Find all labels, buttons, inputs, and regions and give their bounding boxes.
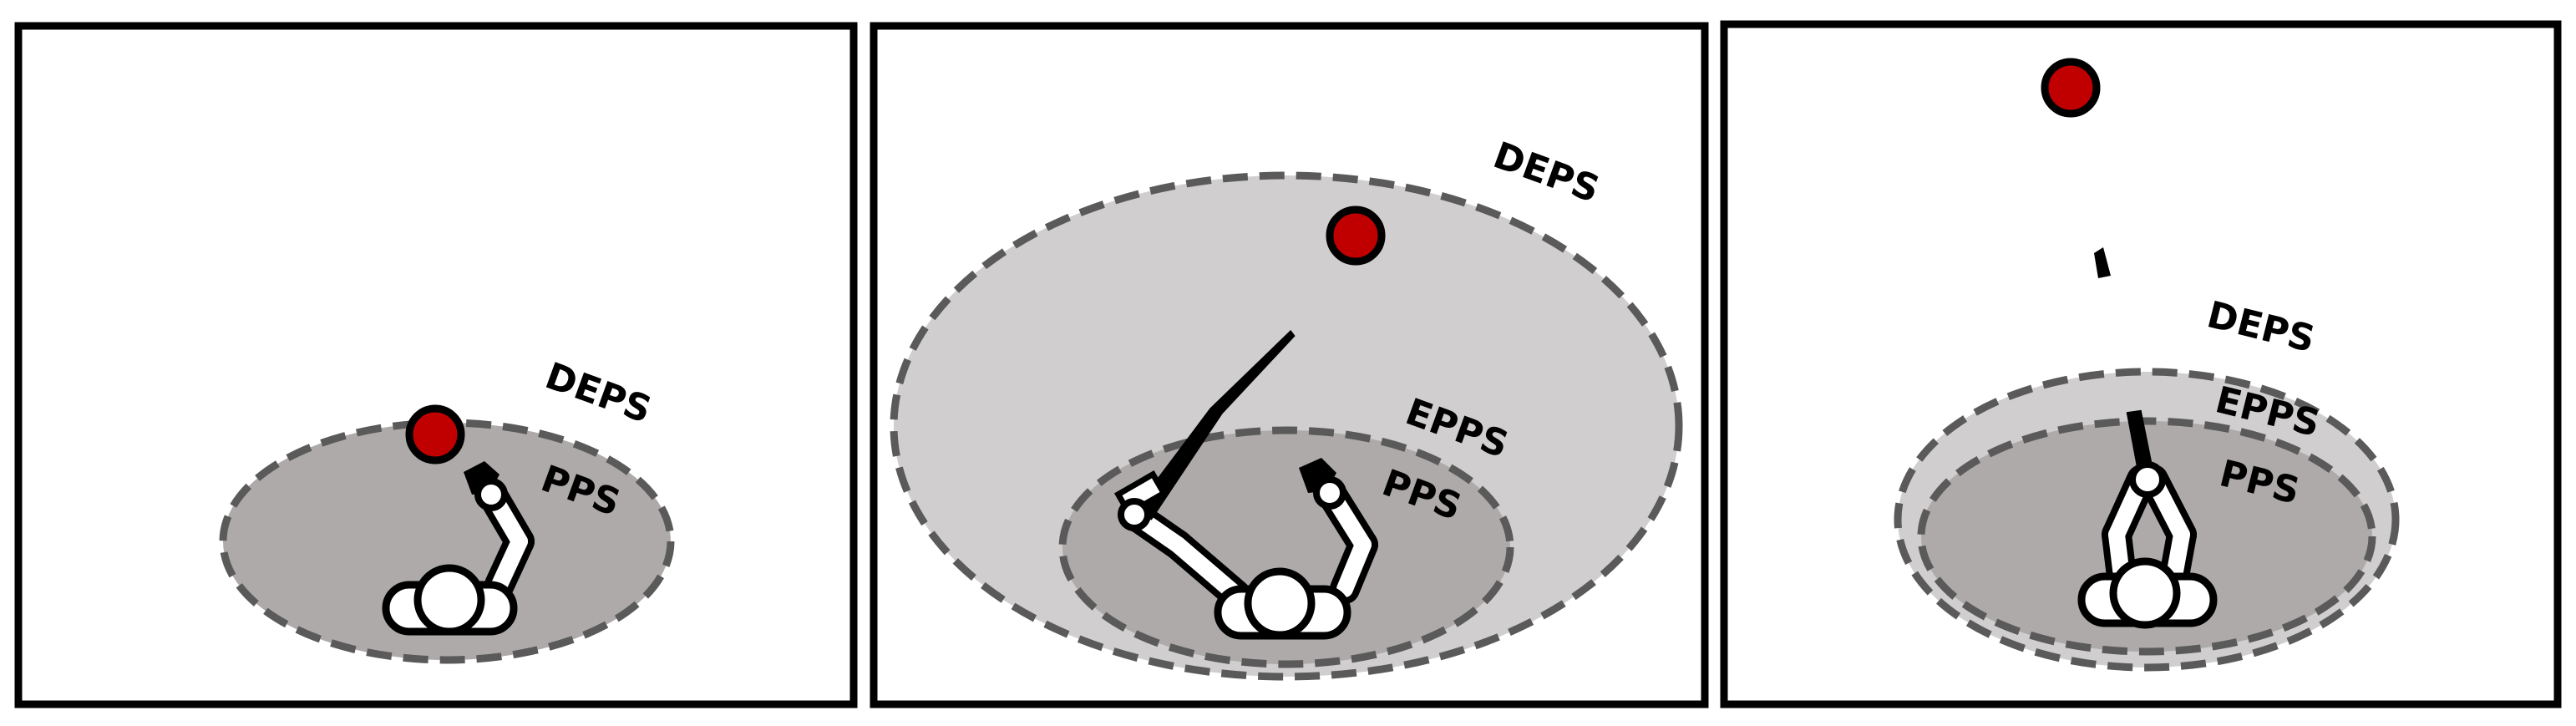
- panel-1-robot-head: [413, 564, 485, 636]
- panel-3-robot: [2077, 409, 2218, 629]
- panel-3-robot-head: [2109, 557, 2181, 629]
- panel-1-robot: [382, 461, 535, 636]
- panel-2-target: [1326, 206, 1386, 266]
- panel-2-pps-zone: [1058, 426, 1514, 668]
- panel-2: DEPS EPPS PPS: [870, 22, 1709, 708]
- panel-3-target: [2041, 58, 2101, 118]
- panel-1: DEPS PPS: [14, 22, 858, 708]
- panel-3: DEPS EPPS PPS: [1720, 20, 2562, 708]
- panel-3-pps-zone: [1917, 417, 2376, 656]
- panel-1-target: [405, 404, 465, 465]
- panel-2-robot-head: [1244, 567, 1316, 639]
- panel-2-robot-right-arm: [1299, 458, 1378, 604]
- panel-2-robot: [1113, 329, 1378, 640]
- panel-1-robot-arm: [464, 461, 535, 600]
- panel-2-long-stick-tool: [1113, 329, 1296, 531]
- panel-3-thrown-tip: [2094, 247, 2111, 278]
